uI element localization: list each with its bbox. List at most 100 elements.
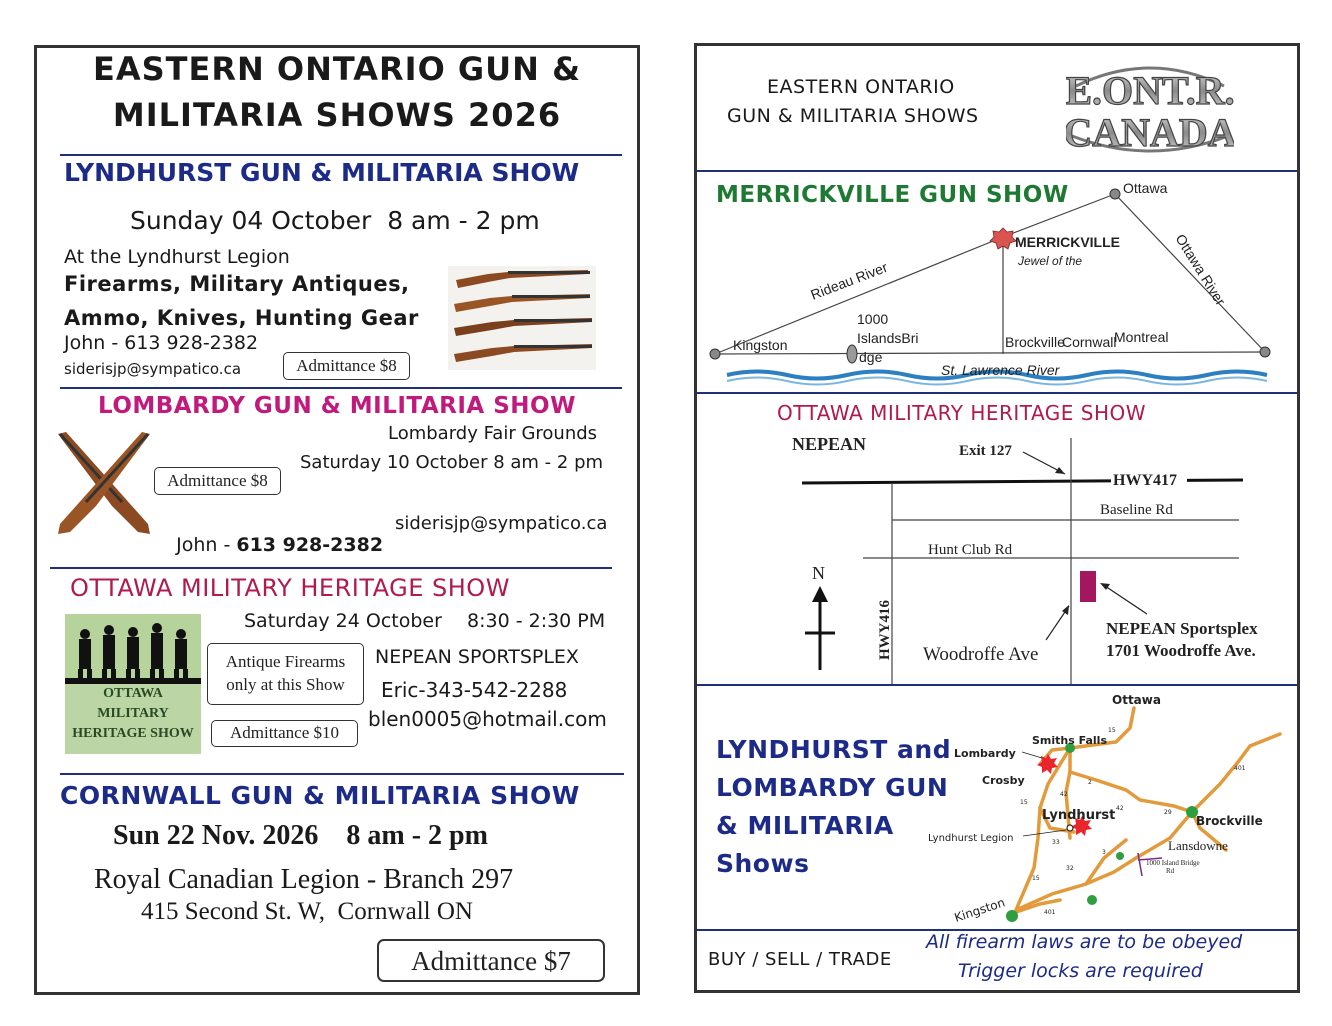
- route-15: 15: [1032, 875, 1040, 882]
- map-label-legion: Lyndhurst Legion: [928, 833, 1013, 844]
- north-arrow-icon: [805, 586, 835, 670]
- lyndhurst-map-heading-line3: & MILITARIA: [716, 811, 894, 840]
- trigger-locks: Trigger locks are required: [958, 960, 1203, 982]
- rifle-1: [456, 270, 590, 288]
- lyndhurst-items-line2: Ammo, Knives, Hunting Gear: [64, 306, 419, 330]
- route-401: 401: [1044, 909, 1056, 916]
- badge-line1: E.ONT.R.: [1066, 68, 1234, 113]
- map-dot: [1116, 852, 1124, 860]
- map-label-st-lawrence: St. Lawrence River: [941, 362, 1061, 378]
- lyndhurst-venue: At the Lyndhurst Legion: [64, 246, 290, 268]
- ottawa-note-line2: only at this Show: [226, 675, 345, 694]
- left-title-line1: EASTERN ONTARIO GUN &: [93, 50, 581, 88]
- map-label-montreal: Montreal: [1114, 329, 1168, 345]
- lyndhurst-admittance: Admittance $8: [296, 356, 397, 375]
- buy-sell-trade: BUY / SELL / TRADE: [708, 949, 892, 970]
- ottawa-heritage-logo: OTTAWA MILITARY HERITAGE SHOW: [65, 614, 201, 754]
- right-panel: [694, 43, 1300, 993]
- lyndhurst-admittance-box: Admittance $8: [283, 352, 410, 380]
- rifle-4: [454, 344, 592, 362]
- cornwall-date: Sun 22 Nov. 2026 8 am - 2 pm: [113, 820, 488, 851]
- map-label-brockville: Brockville: [1196, 814, 1263, 828]
- lombardy-heading: LOMBARDY GUN & MILITARIA SHOW: [98, 393, 576, 419]
- map-label-ottawa: Ottawa: [1123, 180, 1168, 196]
- map-label-kingston: Kingston: [733, 337, 787, 353]
- e-ont-r-canada-badge: E.ONT.R. CANADA: [1066, 66, 1234, 156]
- map-label-address: 1701 Woodroffe Ave.: [1106, 641, 1256, 660]
- route-33: 33: [1052, 839, 1060, 846]
- route-32: 32: [1066, 865, 1074, 872]
- map-label-lansdowne: Lansdowne: [1168, 838, 1228, 853]
- merrickville-heading: MERRICKVILLE GUN SHOW: [716, 182, 1069, 208]
- map-dot: [1087, 895, 1097, 905]
- map-label-nepean: NEPEAN: [792, 434, 866, 454]
- crossed-rifles-icon: [58, 432, 150, 534]
- ottawa-note-box: Antique Firearms only at this Show: [207, 643, 364, 705]
- divider: [697, 929, 1297, 931]
- map-label-cornwall: Cornwall: [1062, 334, 1116, 350]
- sportsplex-arrow: [1101, 583, 1148, 615]
- left-title-line2: MILITARIA SHOWS 2026: [112, 96, 562, 134]
- map-label-hwy416: HWY416: [877, 600, 893, 661]
- map-label-ottawa-river: Ottawa River: [1172, 231, 1229, 308]
- route-15: 15: [1108, 727, 1116, 734]
- cornwall-admittance-box: Admittance $7: [377, 939, 605, 982]
- bridge-marker: [846, 344, 858, 364]
- lombardy-star-icon: [1037, 754, 1058, 774]
- ottawa-note-line1: Antique Firearms: [225, 652, 346, 671]
- nepean-map: NEPEAN Exit 127 HWY417 Baseline Rd Hunt …: [792, 434, 1258, 684]
- route-42: 42: [1060, 791, 1068, 798]
- map-label-bridge: 1000 Island Bridge: [1146, 859, 1200, 867]
- ottawa-venue: NEPEAN SPORTSPLEX: [375, 646, 579, 668]
- cornwall-venue-line2: 415 Second St. W, Cornwall ON: [141, 898, 473, 925]
- map-label-crosby: Crosby: [982, 774, 1025, 787]
- lombardy-contact-name: John -: [176, 534, 237, 556]
- lyndhurst-contact: John - 613 928-2382: [64, 332, 259, 354]
- map-label-woodroffe: Woodroffe Ave: [923, 644, 1038, 665]
- lombardy-admittance-box: Admittance $8: [154, 467, 281, 495]
- right-title-line2: GUN & MILITARIA SHOWS: [727, 105, 979, 127]
- ottawa-heading: OTTAWA MILITARY HERITAGE SHOW: [70, 574, 510, 602]
- rifles-image: [448, 266, 596, 370]
- merrickville-map: Ottawa MERRICKVILLE Jewel of the Rideau …: [709, 180, 1271, 386]
- cornwall-admittance: Admittance $7: [411, 946, 571, 976]
- map-label-hunt-club: Hunt Club Rd: [928, 542, 1013, 558]
- route-401: 401: [1234, 765, 1246, 772]
- map-label-jewel: Jewel of the: [1017, 254, 1082, 268]
- logo-line2: MILITARY: [97, 706, 169, 721]
- divider: [697, 392, 1297, 394]
- montreal-dot: [1259, 346, 1271, 358]
- map-label-rideau-river: Rideau River: [808, 259, 890, 303]
- ottawa-email: blen0005@hotmail.com: [368, 707, 607, 731]
- legion-marker: [1066, 824, 1074, 832]
- ottawa-map-heading: OTTAWA MILITARY HERITAGE SHOW: [777, 401, 1147, 425]
- lyndhurst-heading: LYNDHURST GUN & MILITARIA SHOW: [64, 158, 580, 187]
- lombardy-admittance: Admittance $8: [167, 471, 268, 490]
- map-label-islands-bridge: IslandsBri: [857, 330, 918, 346]
- map-label-lyndhurst: Lyndhurst: [1042, 808, 1115, 823]
- lombardy-contact-phone: 613 928-2382: [236, 534, 384, 556]
- map-label-hwy417: HWY417: [1113, 472, 1177, 489]
- ottawa-admittance-box: Admittance $10: [211, 720, 358, 747]
- map-label-kingston: Kingston: [953, 895, 1007, 924]
- divider: [60, 387, 622, 389]
- ottawa-admittance: Admittance $10: [229, 723, 340, 742]
- ottawa-dot: [1109, 188, 1121, 200]
- route-15: 15: [1020, 799, 1028, 806]
- lombardy-date: Saturday 10 October 8 am - 2 pm: [300, 452, 604, 473]
- logo-line1: OTTAWA: [103, 686, 163, 701]
- divider: [697, 684, 1297, 686]
- lyndhurst-map-heading-line2: LOMBARDY GUN: [716, 773, 949, 802]
- map-label-exit-127: Exit 127: [959, 443, 1012, 459]
- kingston-dot: [709, 348, 721, 360]
- lyndhurst-road-map: Ottawa Smiths Falls Lombardy Crosby Lynd…: [928, 693, 1282, 925]
- cornwall-venue-line1: Royal Canadian Legion - Branch 297: [94, 864, 514, 895]
- map-label-smiths-falls: Smiths Falls: [1032, 734, 1107, 747]
- map-label-baseline: Baseline Rd: [1100, 502, 1173, 518]
- cornwall-heading: CORNWALL GUN & MILITARIA SHOW: [60, 781, 580, 810]
- lyndhurst-date: Sunday 04 October 8 am - 2 pm: [130, 206, 540, 235]
- map-label-rd: Rd: [1166, 867, 1175, 875]
- soldiers-silhouette: [65, 614, 201, 684]
- lombardy-venue: Lombardy Fair Grounds: [388, 423, 598, 444]
- lyndhurst-items-line1: Firearms, Military Antiques,: [64, 272, 410, 296]
